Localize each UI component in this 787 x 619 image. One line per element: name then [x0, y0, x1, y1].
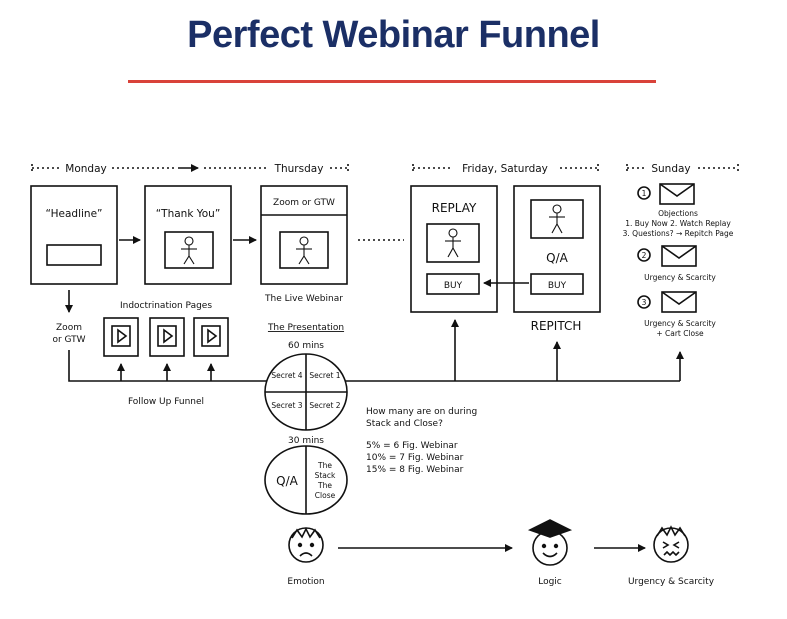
thirty-mins-label: 30 mins	[288, 436, 324, 446]
day-friday-saturday: Friday, Saturday	[462, 163, 548, 175]
day-monday: Monday	[65, 163, 106, 175]
indoctrination-page-3	[193, 317, 229, 357]
day-sunday: Sunday	[651, 163, 690, 175]
email-number: 3	[642, 298, 647, 307]
or-gtw-label: or GTW	[52, 335, 85, 345]
urgency-label: Urgency & Scarcity	[628, 577, 715, 587]
thank-you-label: “Thank You”	[156, 208, 221, 220]
stat-15: 15% = 8 Fig. Webinar	[366, 465, 464, 475]
repitch-buy-button	[530, 273, 584, 295]
stack-close-line: Close	[315, 491, 336, 500]
emotion-face-icon	[288, 527, 324, 563]
repitch-buy-label: BUY	[548, 281, 567, 291]
sunday-emails	[637, 183, 697, 313]
optin-field	[46, 244, 102, 266]
stat-10: 10% = 7 Fig. Webinar	[366, 453, 464, 463]
question-line-1: How many are on during	[366, 407, 477, 417]
replay-page	[410, 185, 498, 313]
repitch-page	[513, 185, 601, 313]
presentation-qa: Q/A	[276, 474, 298, 488]
stick-figures	[181, 204, 565, 265]
indoctrination-label: Indoctrination Pages	[120, 301, 212, 311]
secret-4: Secret 4	[271, 371, 302, 380]
repitch-label: REPITCH	[531, 319, 582, 333]
emotion-label: Emotion	[287, 577, 324, 587]
replay-video	[426, 223, 480, 263]
title-underline	[128, 80, 656, 83]
stat-5: 5% = 6 Fig. Webinar	[366, 441, 458, 451]
secret-3: Secret 3	[271, 401, 302, 410]
thank-you-video	[164, 231, 214, 269]
replay-buy-button	[426, 273, 480, 295]
stack-close-line: Stack	[315, 471, 336, 480]
headline-label: “Headline”	[46, 208, 103, 220]
email-2-line: Urgency & Scarcity	[644, 273, 716, 282]
zoom-gtw-label: Zoom or GTW	[273, 198, 335, 208]
email-1-line: Objections	[658, 209, 698, 218]
follow-up-line	[68, 350, 680, 382]
stressed-face-icon	[653, 525, 689, 563]
live-webinar-label: The Live Webinar	[264, 294, 343, 304]
webinar-video	[279, 231, 329, 269]
logic-label: Logic	[538, 577, 562, 587]
headline-page	[30, 185, 118, 285]
day-timeline	[31, 164, 739, 241]
follow-up-label: Follow Up Funnel	[128, 397, 204, 407]
question-line-2: Stack and Close?	[366, 419, 443, 429]
email-number: 1	[642, 189, 647, 198]
thank-you-page	[144, 185, 232, 285]
email-3-line: Urgency & Scarcity	[644, 319, 716, 328]
graduate-face-icon	[527, 519, 573, 566]
presentation-heading: The Presentation	[267, 323, 344, 333]
indoctrination-page-1	[103, 317, 139, 357]
email-1-line: 1. Buy Now 2. Watch Replay	[625, 219, 731, 228]
repitch-video	[530, 199, 584, 239]
replay-buy-label: BUY	[444, 281, 463, 291]
email-icon-1	[659, 183, 695, 205]
email-number: 2	[642, 251, 647, 260]
zoom-label: Zoom	[56, 323, 82, 333]
sixty-mins-label: 60 mins	[288, 341, 324, 351]
indoctrination-page-2	[149, 317, 185, 357]
day-thursday: Thursday	[274, 163, 324, 175]
live-webinar-page	[260, 185, 348, 285]
qa-label: Q/A	[546, 251, 568, 265]
page-title: Perfect Webinar Funnel	[187, 14, 600, 56]
email-icon-3	[661, 291, 697, 313]
email-icon-2	[661, 245, 697, 267]
email-1-line: 3. Questions? → Repitch Page	[623, 229, 734, 238]
secret-1: Secret 1	[309, 371, 340, 380]
replay-label: REPLAY	[432, 201, 477, 215]
stack-close-line: The	[317, 461, 332, 470]
stack-close-line: The	[317, 481, 332, 490]
email-3-line: + Cart Close	[656, 329, 704, 338]
secret-2: Secret 2	[309, 401, 340, 410]
